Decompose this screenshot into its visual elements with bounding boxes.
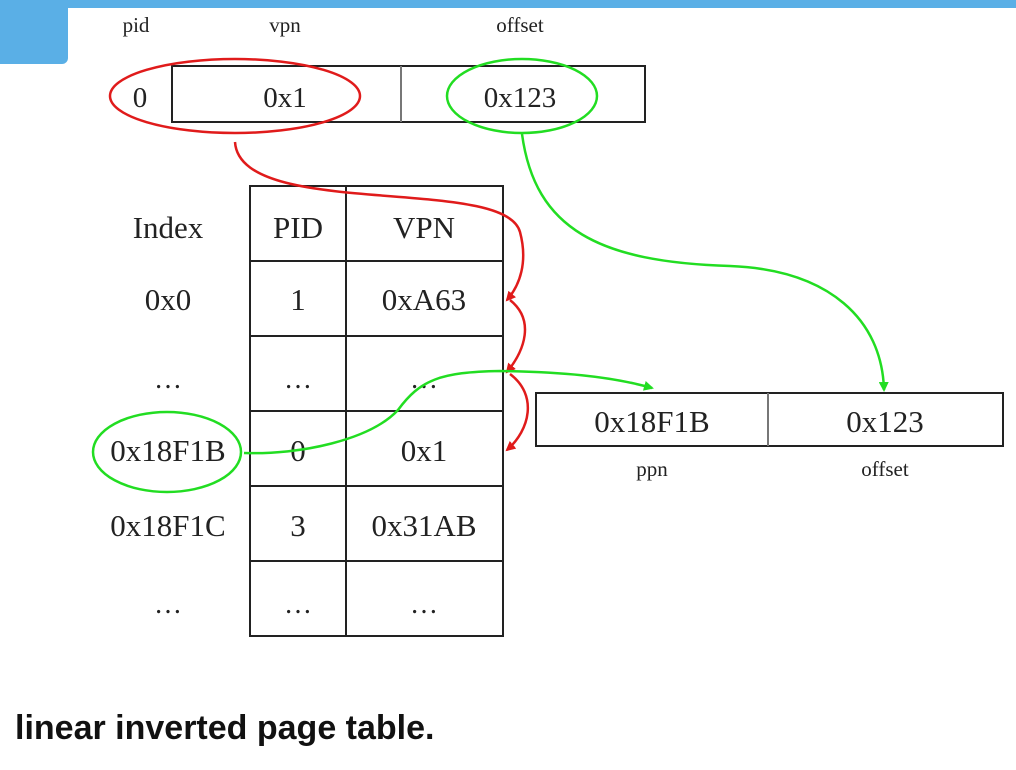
- table-cell-pid: 3: [290, 508, 306, 543]
- label-offset: offset: [496, 13, 544, 37]
- physical-address: 0x18F1B 0x123 ppn offset: [535, 392, 1004, 481]
- offset-and-index-arrows: [243, 133, 889, 455]
- table-cell-vpn: 0x1: [401, 433, 448, 468]
- offset-value: 0x123: [484, 82, 557, 114]
- table-cell-vpn: 0xA63: [382, 282, 466, 317]
- table-cell-index: …: [154, 589, 182, 620]
- header-vpn: VPN: [393, 210, 455, 245]
- pid-value: 0: [133, 82, 148, 114]
- pid-vpn-search-arrows: [233, 141, 530, 452]
- green-arrow-offset-to-physical: [520, 133, 889, 392]
- label-ppn: ppn: [636, 457, 668, 481]
- top-accent-bar: [0, 0, 1016, 8]
- table-cell-index: 0x18F1B: [110, 433, 225, 468]
- virtual-address: pid vpn offset 0 0x1 0x123: [108, 13, 646, 135]
- label-pid: pid: [123, 13, 150, 37]
- matched-index-highlight-ellipse: [91, 410, 243, 494]
- red-arrow-to-table: [233, 141, 525, 302]
- inverted-page-table: Index PID VPN 0x0 1 0xA63 … … … 0x18F1B …: [91, 185, 504, 637]
- physical-offset-value: 0x123: [846, 404, 924, 439]
- offset-highlight-ellipse: [445, 57, 599, 135]
- table-cell-index: …: [154, 364, 182, 395]
- table-cell-vpn: 0x31AB: [371, 508, 476, 543]
- table-cell-vpn: …: [410, 589, 438, 620]
- table-cell-pid: …: [284, 589, 312, 620]
- header-pid: PID: [273, 210, 323, 245]
- pid-vpn-highlight-ellipse: [108, 57, 362, 135]
- header-index: Index: [133, 210, 204, 245]
- table-cell-index: 0x0: [145, 282, 192, 317]
- red-arrow-step-1: [505, 299, 527, 374]
- physical-address-box: [535, 392, 1004, 447]
- table-cell-pid: 1: [290, 282, 306, 317]
- label-physical-offset: offset: [861, 457, 909, 481]
- virtual-address-box: [171, 65, 646, 123]
- ppn-value: 0x18F1B: [594, 404, 709, 439]
- corner-accent-tab: [0, 0, 68, 64]
- red-arrow-step-2: [505, 373, 530, 452]
- table-cell-index: 0x18F1C: [110, 508, 225, 543]
- green-arrow-index-to-ppn: [243, 369, 654, 455]
- vpn-value: 0x1: [263, 82, 307, 114]
- label-vpn: vpn: [269, 13, 301, 37]
- slide-caption: linear inverted page table.: [15, 709, 435, 747]
- table-cell-pid: …: [284, 364, 312, 395]
